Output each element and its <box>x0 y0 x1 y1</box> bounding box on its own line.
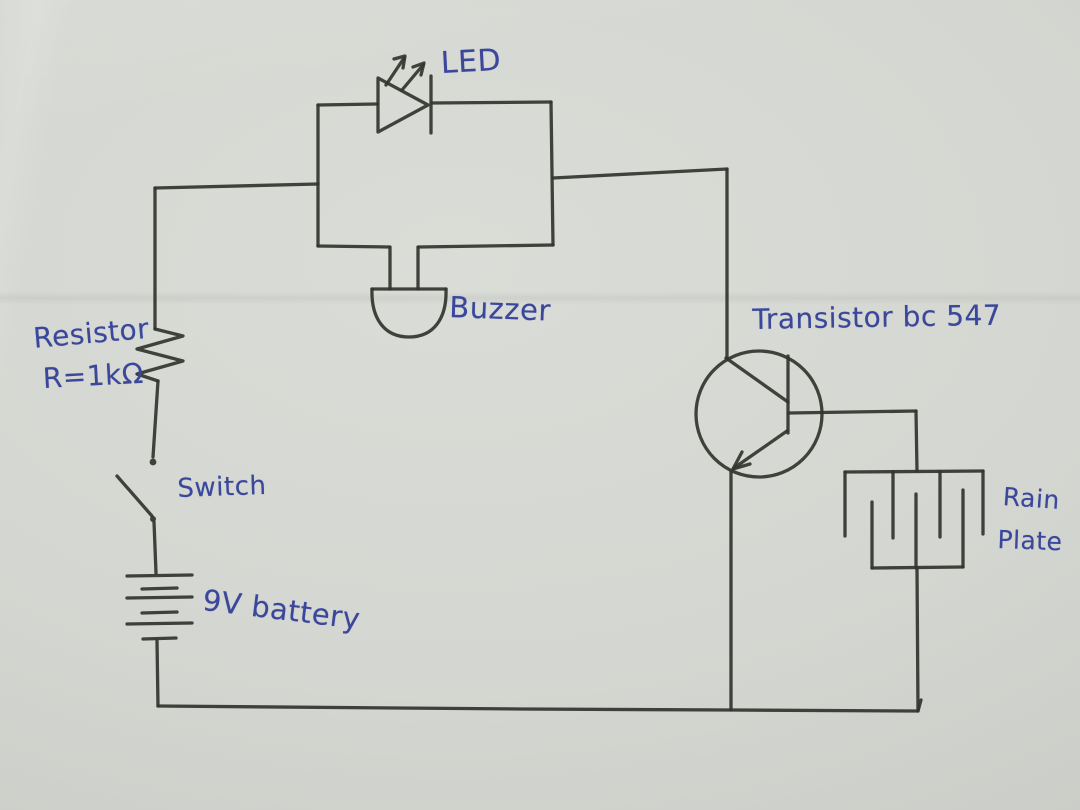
wire-switch-to-battery <box>152 520 158 575</box>
wire-rain-plate-down <box>915 566 920 712</box>
box-top-right-segment <box>430 100 553 105</box>
led-triangle <box>376 76 430 134</box>
transistor-emitter-arrowhead <box>731 450 752 471</box>
buzzer-label: Buzzer <box>448 290 552 328</box>
switch-lever <box>115 474 154 518</box>
wire-top-left-horizontal <box>153 182 320 190</box>
battery-symbol <box>125 573 194 641</box>
wire-battery-down <box>155 639 160 708</box>
box-top-left-segment <box>316 102 379 107</box>
box-bottom-left-segment <box>316 244 391 249</box>
switch-node-top <box>149 458 157 466</box>
led-arrow-2-head <box>411 61 426 77</box>
led-arrow-1 <box>384 56 406 87</box>
battery-plate-short-3 <box>141 636 178 641</box>
battery-plate-long-2 <box>125 595 194 600</box>
transistor-label: Transistor bc 547 <box>752 298 1002 336</box>
led-label: LED <box>440 42 503 81</box>
resistor-value-label: R=1kΩ <box>42 356 145 395</box>
wire-left-lower-vertical <box>151 379 160 459</box>
transistor-collector-lead <box>724 356 790 404</box>
transistor-emitter-lead <box>732 429 789 470</box>
led-arrow-2 <box>400 63 425 92</box>
buzzer-symbol <box>370 245 448 339</box>
battery-plate-short-2 <box>140 610 179 615</box>
switch-label: Switch <box>177 470 267 504</box>
battery-plate-long-3 <box>125 621 194 626</box>
wire-base-vertical <box>914 409 919 473</box>
rain-plate-label-line1: Rain <box>1001 482 1061 515</box>
wire-base-horizontal <box>787 409 918 415</box>
battery-plate-short-1 <box>140 586 179 591</box>
rain-plate-label-line2: Plate <box>996 525 1063 557</box>
resistor-symbol <box>135 327 185 383</box>
led-buzzer-loop <box>316 100 555 249</box>
box-right-edge <box>549 100 555 247</box>
rain-plate-symbol <box>843 469 985 570</box>
led-arrow-1-head <box>392 54 407 70</box>
buzzer-dome <box>370 287 448 339</box>
box-bottom-right-segment <box>417 243 555 249</box>
rain-plate-top-bar <box>843 469 985 474</box>
wire-box-to-collector <box>551 167 729 180</box>
battery-plate-long-1 <box>125 573 194 578</box>
led-symbol <box>376 54 433 135</box>
wire-bottom-rail <box>156 704 920 713</box>
